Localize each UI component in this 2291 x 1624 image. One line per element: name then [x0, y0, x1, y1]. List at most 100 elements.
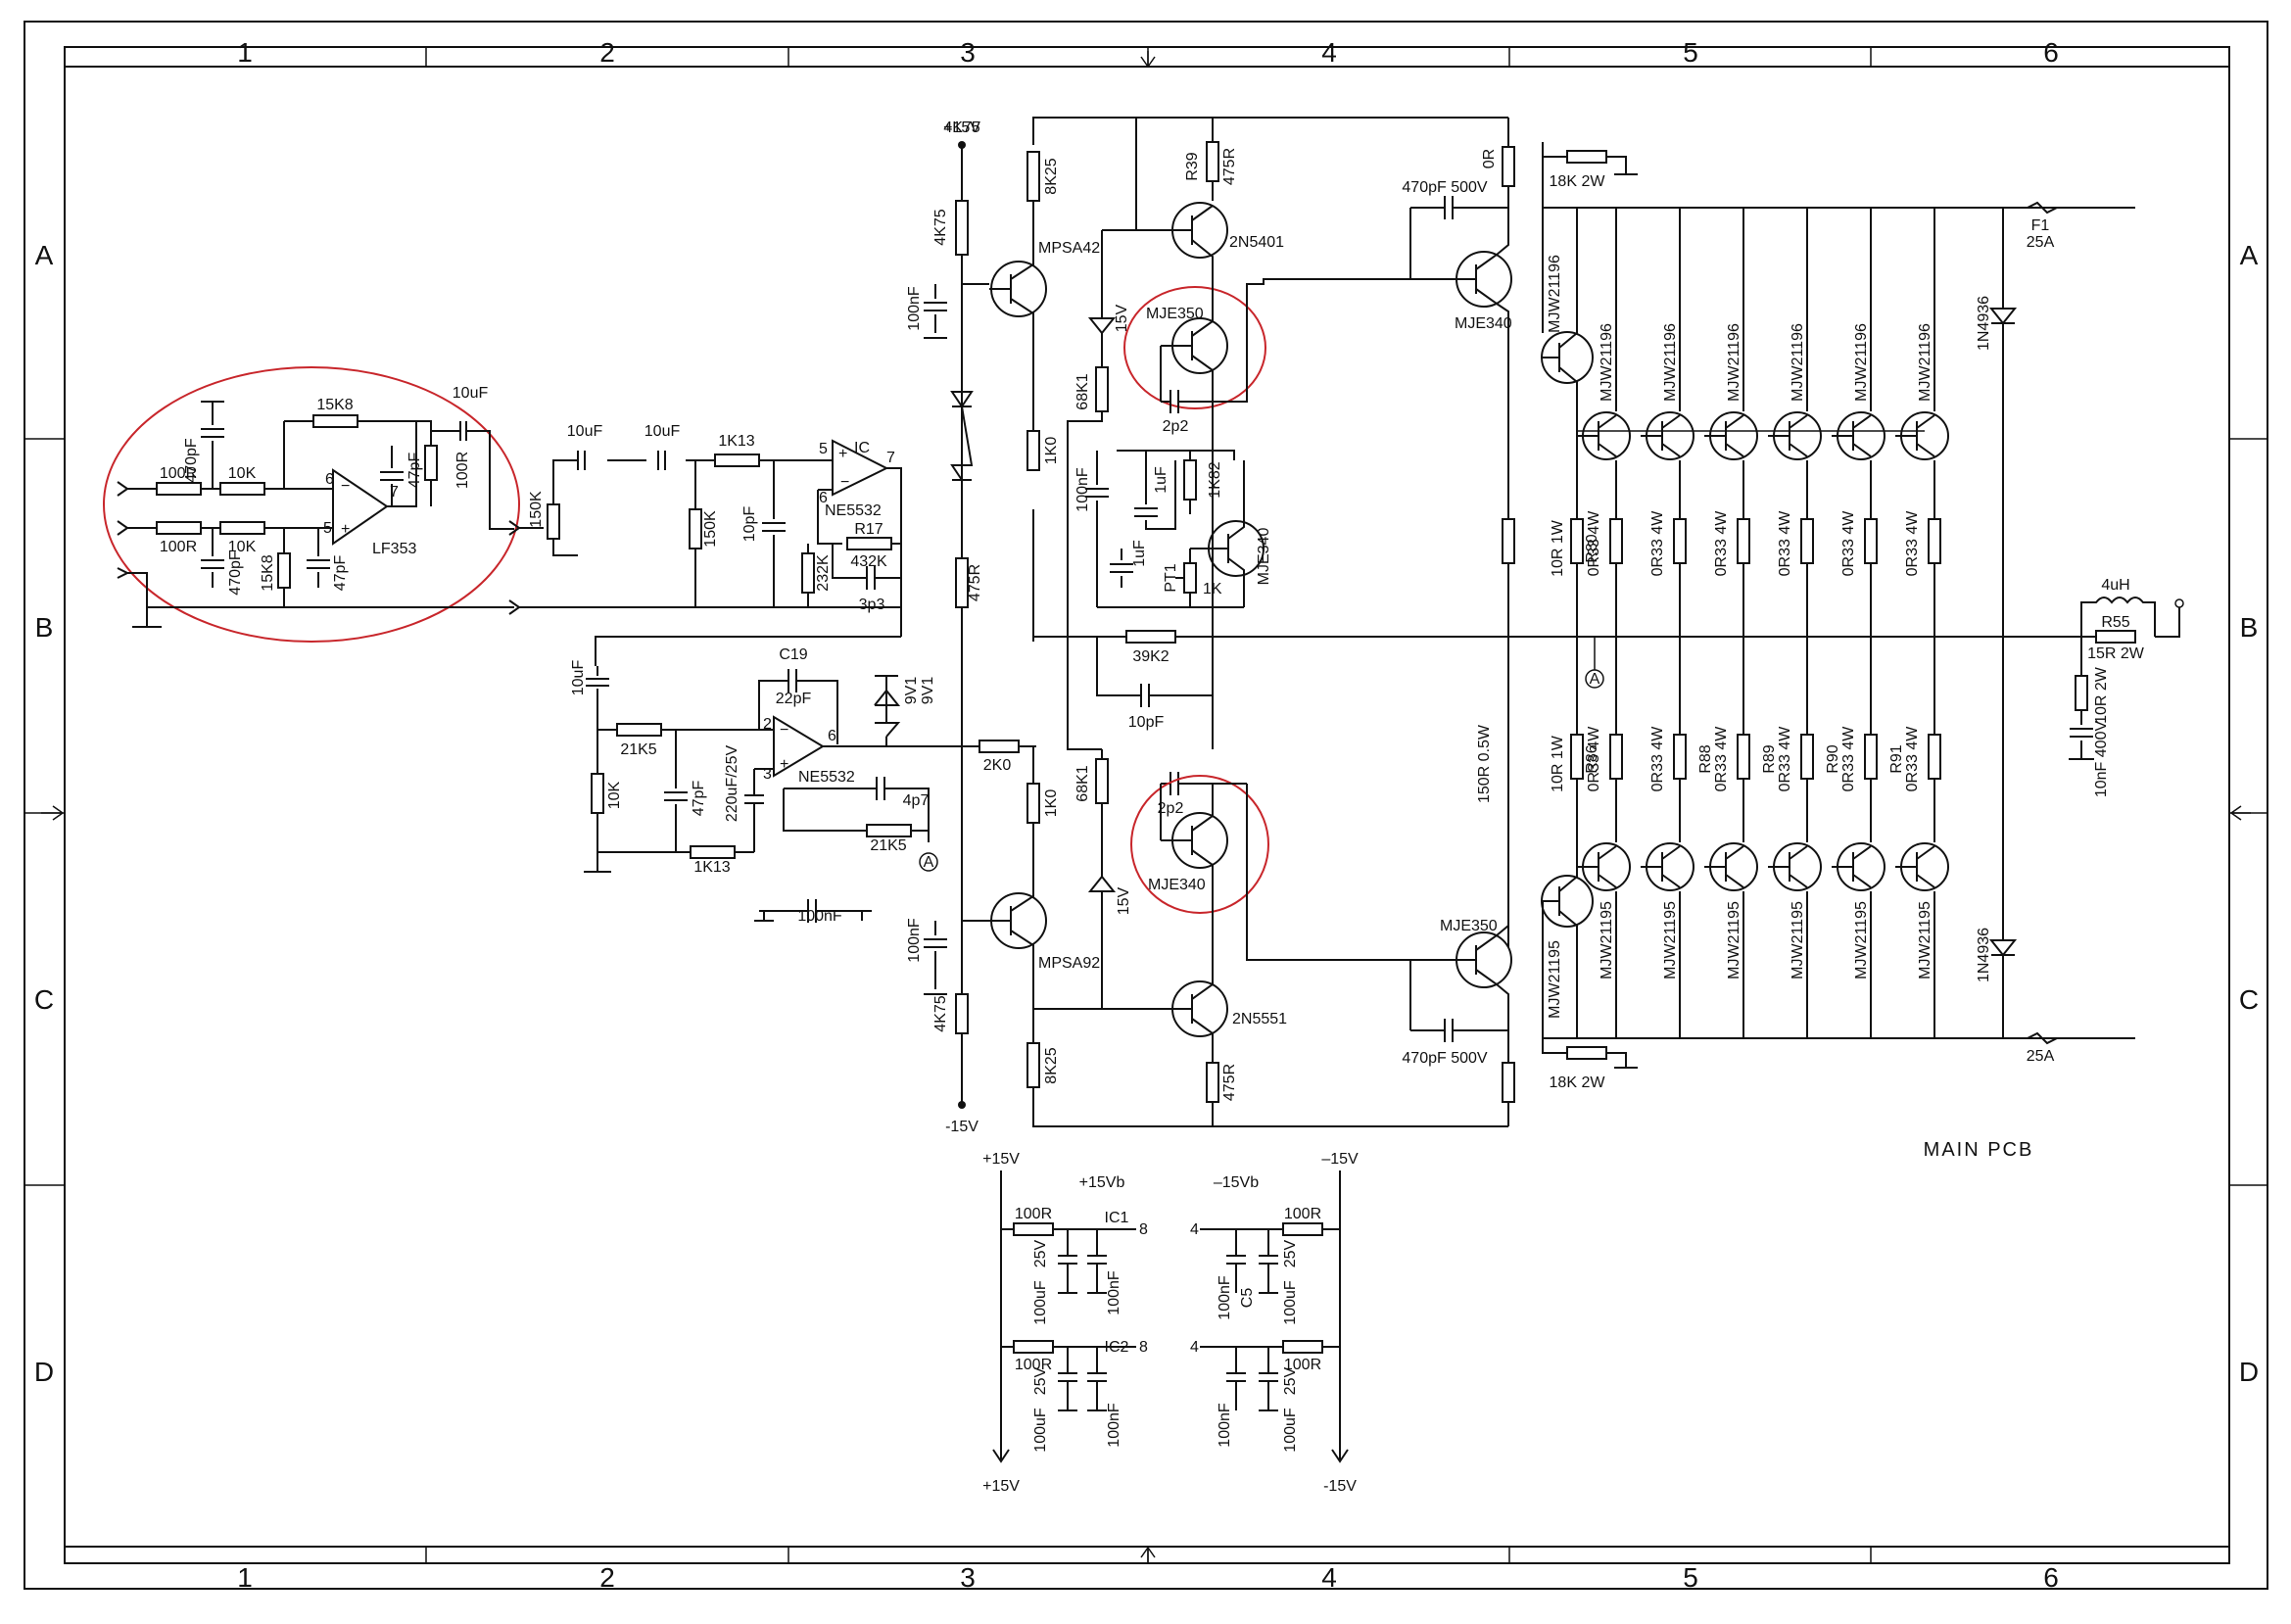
svg-text:15V: 15V [1114, 304, 1130, 332]
label-pnp-2: MJW21195 [1662, 901, 1679, 979]
grid-col-5-bottom: 5 [1683, 1562, 1698, 1593]
label-emitter-top-3: 0R33 4W [1713, 510, 1730, 577]
resistor-100r-ic1-neg [1282, 1222, 1323, 1236]
svg-text:IC2: IC2 [1105, 1339, 1129, 1356]
svg-text:100nF: 100nF [1106, 1403, 1122, 1448]
opamp-ne5532-b [773, 715, 825, 778]
svg-text:25V: 25V [1282, 1366, 1299, 1395]
svg-text:4K75: 4K75 [932, 995, 949, 1031]
svg-text:NE5532: NE5532 [798, 769, 855, 786]
svg-text:25V: 25V [1032, 1239, 1049, 1267]
resistor-1k13-b [690, 845, 736, 859]
svg-text:1K0: 1K0 [1043, 789, 1060, 818]
row-labels-left: A B C D [34, 240, 54, 1387]
highlight-circle-input [103, 366, 520, 643]
svg-text:10nF 400V: 10nF 400V [2093, 721, 2110, 798]
svg-text:NE5532: NE5532 [825, 502, 882, 519]
grid-row-b-right: B [2240, 612, 2259, 643]
resistor-emitter-bot-5 [1864, 734, 1878, 780]
resistor-100r-ic2-pos [1013, 1340, 1054, 1354]
label-emitter-bot-6: 0R33 4W [1904, 726, 1921, 792]
grid-col-3-bottom: 3 [960, 1562, 976, 1593]
resistor-8k25-top [1026, 151, 1040, 202]
svg-text:3: 3 [763, 766, 772, 783]
svg-text:A: A [1590, 671, 1600, 688]
svg-text:2p2: 2p2 [1158, 800, 1184, 817]
svg-text:+: + [341, 521, 350, 538]
svg-text:470pF: 470pF [227, 550, 244, 596]
grid-row-c-left: C [34, 984, 54, 1015]
svg-text:C19: C19 [779, 646, 807, 663]
svg-text:10K: 10K [606, 781, 623, 809]
resistor-emitter-top-5 [1864, 518, 1878, 564]
label-npn-6: MJW21196 [1917, 323, 1933, 402]
resistor-10k-b [219, 521, 265, 535]
svg-text:10uF: 10uF [567, 423, 603, 440]
svg-text:432K: 432K [850, 553, 887, 570]
svg-text:100nF: 100nF [906, 286, 923, 331]
resistor-15k8-feedback [312, 414, 358, 428]
grid-col-2-bottom: 2 [599, 1562, 615, 1593]
resistor-predriver-bot [1502, 1062, 1515, 1103]
grid-col-4-bottom: 4 [1321, 1562, 1337, 1593]
svg-text:IC: IC [854, 440, 870, 456]
servo-stage: 10uF 21K5 10K 47pF 1K13 C19 22pF − + 2 3… [570, 646, 1036, 925]
svg-text:470pF 500V: 470pF 500V [1402, 1050, 1488, 1067]
svg-text:4p7: 4p7 [903, 792, 930, 809]
svg-text:25V: 25V [1032, 1366, 1049, 1395]
svg-text:MJE340: MJE340 [1256, 528, 1272, 586]
svg-text:1uF: 1uF [1131, 540, 1148, 567]
svg-text:100R: 100R [1015, 1357, 1052, 1373]
svg-text:MPSA42: MPSA42 [1038, 240, 1100, 257]
svg-text:2N5551: 2N5551 [1232, 1011, 1287, 1027]
resistor-475r [955, 557, 969, 608]
svg-text:6: 6 [819, 490, 828, 506]
svg-text:−: − [341, 478, 350, 495]
svg-text:2p2: 2p2 [1163, 418, 1189, 435]
resistor-emitter-top-1 [1609, 518, 1623, 564]
svg-text:10K: 10K [228, 465, 257, 482]
grid-col-5-top: 5 [1683, 37, 1698, 68]
svg-text:25V: 25V [1282, 1239, 1299, 1267]
label-emitter-top-6: 0R33 4W [1904, 510, 1921, 577]
svg-text:+15V: +15V [982, 1478, 1020, 1495]
svg-text:4uH: 4uH [2101, 577, 2129, 594]
label-emitter-bot-5: 0R33 4W [1840, 726, 1857, 792]
svg-text:100R: 100R [1284, 1357, 1321, 1373]
svg-text:150K: 150K [528, 491, 545, 528]
label-pnp-3: MJW21195 [1726, 901, 1742, 979]
svg-text:470pF: 470pF [183, 438, 200, 483]
svg-text:3p3: 3p3 [859, 597, 885, 613]
grid-col-1-top: 1 [237, 37, 253, 68]
svg-text:100nF: 100nF [906, 918, 923, 963]
resistor-1k13-a [714, 454, 760, 467]
resistor-emitter-bot-3 [1737, 734, 1750, 780]
svg-text:18K 2W: 18K 2W [1550, 1075, 1606, 1091]
svg-text:MJE340: MJE340 [1148, 877, 1206, 893]
resistor-2k0 [978, 740, 1020, 753]
svg-text:R39: R39 [1184, 152, 1201, 180]
resistor-15k8-low [277, 552, 291, 589]
resistor-18k-bot [1566, 1046, 1607, 1060]
svg-text:25A: 25A [2027, 1048, 2055, 1065]
svg-text:LF353: LF353 [372, 541, 416, 557]
svg-text:47pF: 47pF [332, 555, 349, 592]
label-npn-1: MJW21196 [1599, 323, 1615, 402]
svg-text:25A: 25A [2027, 234, 2055, 251]
svg-text:1K13: 1K13 [718, 433, 754, 450]
grid-row-a-left: A [35, 240, 54, 270]
svg-text:220uF/25V: 220uF/25V [724, 745, 740, 823]
svg-text:232K: 232K [815, 554, 832, 592]
resistor-emitter-top-6 [1928, 518, 1941, 564]
resistor-4k75-top [955, 200, 969, 256]
svg-text:7: 7 [886, 450, 895, 466]
svg-text:MJE340: MJE340 [1455, 315, 1512, 332]
label-rdes-3: R88 [1697, 744, 1714, 773]
label-npn-4: MJW21196 [1790, 323, 1806, 402]
resistor-1k0-top [1026, 430, 1040, 471]
svg-text:7: 7 [390, 484, 399, 501]
potentiometer-pt1-1k [1183, 562, 1197, 594]
label-emitter-top-4: 0R33 4W [1777, 510, 1793, 577]
svg-text:–15Vb: –15Vb [1214, 1174, 1259, 1191]
svg-text:100R: 100R [160, 539, 197, 555]
